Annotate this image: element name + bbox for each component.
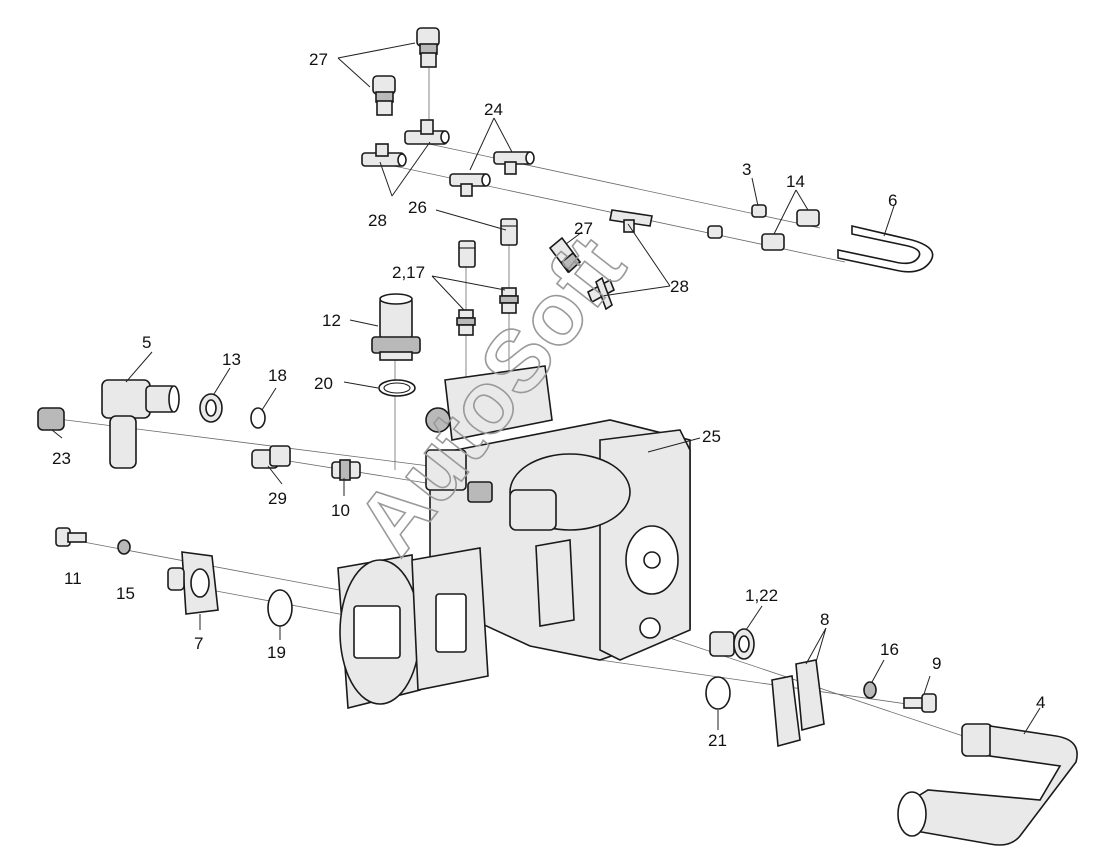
washer-part-16 — [863, 681, 877, 699]
o-ring-part-20 — [378, 379, 416, 397]
callout-11: 11 — [64, 569, 82, 588]
fitting-part-1-22 — [709, 628, 755, 660]
callout-5: 5 — [142, 333, 151, 352]
sensor-part-27-middle — [548, 236, 582, 274]
split-flange-part-8 — [771, 659, 825, 748]
bolt-part-9 — [903, 693, 937, 713]
tee-fitting-24-right — [493, 151, 535, 175]
nut-part-14 — [761, 209, 820, 251]
sensor-part-27-top — [416, 27, 440, 68]
bushing-26-right — [500, 218, 518, 246]
callout-19: 19 — [267, 643, 286, 662]
callout-1-22: 1,22 — [745, 586, 778, 605]
callout-12: 12 — [322, 311, 341, 330]
adapter-2-17-left — [456, 309, 476, 336]
washer-part-15 — [117, 539, 131, 555]
callout-28-right: 28 — [670, 277, 689, 296]
pump-assembly-part-25 — [337, 365, 691, 710]
tee-fitting-24-left — [449, 173, 491, 197]
callout-13: 13 — [222, 350, 241, 369]
callout-6: 6 — [888, 191, 897, 210]
callout-4: 4 — [1036, 693, 1045, 712]
nut-part-13 — [199, 393, 223, 423]
connector-part-12 — [371, 293, 421, 361]
callout-25: 25 — [702, 427, 721, 446]
callout-24: 24 — [484, 100, 503, 119]
callout-leader-lines — [51, 42, 1041, 735]
bolt-part-11 — [55, 527, 87, 547]
callout-27-middle: 27 — [574, 219, 593, 238]
callout-21: 21 — [708, 731, 727, 750]
callout-16: 16 — [880, 640, 899, 659]
callout-labels: 27 24 28 26 27 3 14 6 28 2,17 12 5 13 18… — [52, 50, 1045, 750]
callout-28-left: 28 — [368, 211, 387, 230]
pipe-elbow-part-4 — [897, 723, 1078, 846]
callout-9: 9 — [932, 654, 941, 673]
elbow-fitting-part-29 — [251, 445, 291, 469]
callout-27-top: 27 — [309, 50, 328, 69]
o-ring-part-19 — [267, 589, 293, 627]
bushing-26-left — [458, 240, 476, 268]
callout-8: 8 — [820, 610, 829, 629]
callout-23: 23 — [52, 449, 71, 468]
fitting-part-10 — [331, 459, 361, 481]
nut-part-3 — [707, 204, 767, 239]
tee-fitting-28-lower — [361, 143, 407, 167]
u-pipe-part-6 — [837, 224, 934, 273]
callout-7: 7 — [194, 634, 203, 653]
adapter-2-17-right — [499, 287, 519, 314]
callout-14: 14 — [786, 172, 805, 191]
callout-26: 26 — [408, 198, 427, 217]
callout-29: 29 — [268, 489, 287, 508]
o-ring-part-21 — [705, 676, 731, 710]
tee-fitting-28-upper — [404, 119, 450, 145]
o-ring-part-18 — [250, 407, 266, 429]
plug-part-23 — [37, 407, 65, 431]
sensor-part-27-left — [372, 75, 396, 116]
callout-3: 3 — [742, 160, 751, 179]
flange-part-7 — [167, 551, 219, 615]
tee-fitting-28-middle — [586, 276, 616, 311]
callout-2-17: 2,17 — [392, 263, 425, 282]
callout-10: 10 — [331, 501, 350, 520]
callout-15: 15 — [116, 584, 135, 603]
callout-20: 20 — [314, 374, 333, 393]
elbow-fitting-part-5 — [101, 379, 180, 469]
callout-18: 18 — [268, 366, 287, 385]
